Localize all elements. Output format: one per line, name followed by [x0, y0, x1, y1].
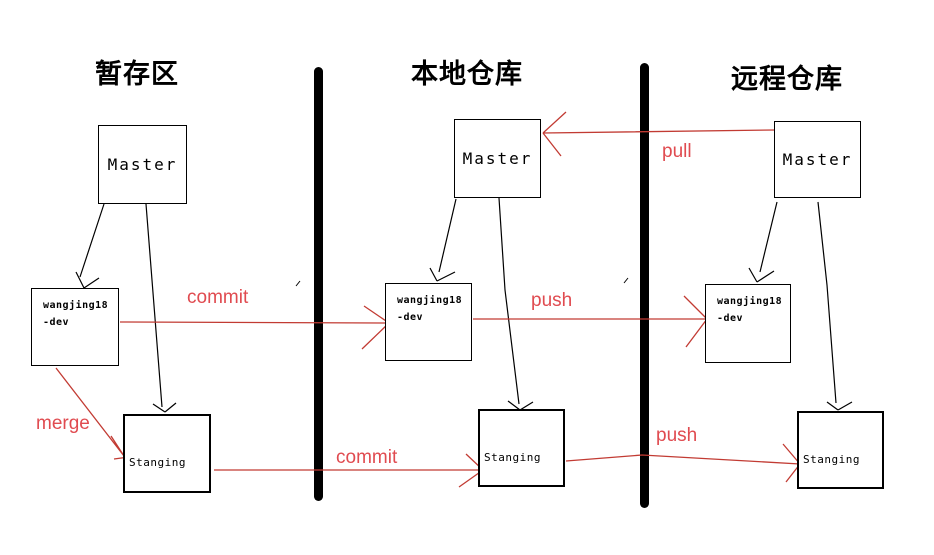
remote-dev-label-line2: -dev [717, 313, 744, 324]
divider-local-remote [640, 63, 649, 508]
local-dev-branch-box: wangjing18 -dev [385, 283, 472, 361]
commit-top-label: commit [187, 287, 249, 308]
staging-master-box: Master [98, 125, 187, 204]
local-master-to-dev-arrow [429, 198, 457, 282]
staging-dev-label-line2: -dev [43, 317, 70, 328]
staging-stanging-box: Stanging [123, 414, 211, 493]
local-stanging-label: Stanging [484, 451, 541, 464]
local-dev-label-line1: wangjing18 [397, 295, 463, 306]
push-bottom-arrow [565, 443, 801, 483]
remote-master-box: Master [774, 121, 861, 198]
local-repo-title: 本地仓库 [411, 59, 523, 89]
staging-dev-branch-box: wangjing18 -dev [31, 288, 119, 366]
push-top-arrow [473, 295, 708, 348]
commit-bottom-label: commit [336, 447, 398, 468]
remote-stanging-label: Stanging [803, 453, 860, 466]
remote-master-to-dev-arrow [748, 201, 778, 283]
staging-master-to-stanging-arrow [145, 203, 177, 413]
staging-master-to-dev-arrow [75, 203, 105, 289]
local-stanging-box: Stanging [478, 409, 565, 487]
local-master-to-stanging-arrow [498, 197, 534, 411]
staging-area-title: 暂存区 [95, 59, 179, 89]
remote-repo-title: 远程仓库 [731, 64, 843, 94]
staging-stanging-label: Stanging [129, 456, 186, 469]
pull-label: pull [662, 141, 692, 162]
pull-arrow [542, 111, 775, 157]
remote-master-label: Master [782, 150, 853, 169]
remote-dev-branch-box: wangjing18 -dev [705, 284, 791, 363]
local-master-label: Master [462, 149, 533, 168]
local-dev-label-line2: -dev [397, 312, 424, 323]
remote-master-to-stanging-arrow [817, 201, 853, 411]
stray-mark-1 [295, 280, 301, 287]
commit-top-arrow [119, 305, 390, 350]
push-bottom-label: push [656, 425, 698, 446]
remote-stanging-box: Stanging [797, 411, 884, 489]
merge-label: merge [36, 413, 90, 434]
staging-dev-label-line1: wangjing18 [43, 300, 109, 311]
stray-mark-2 [623, 277, 629, 284]
staging-master-label: Master [107, 155, 178, 174]
remote-dev-label-line1: wangjing18 [717, 296, 783, 307]
divider-staging-local [314, 67, 323, 501]
local-master-box: Master [454, 119, 541, 198]
push-top-label: push [531, 290, 573, 311]
